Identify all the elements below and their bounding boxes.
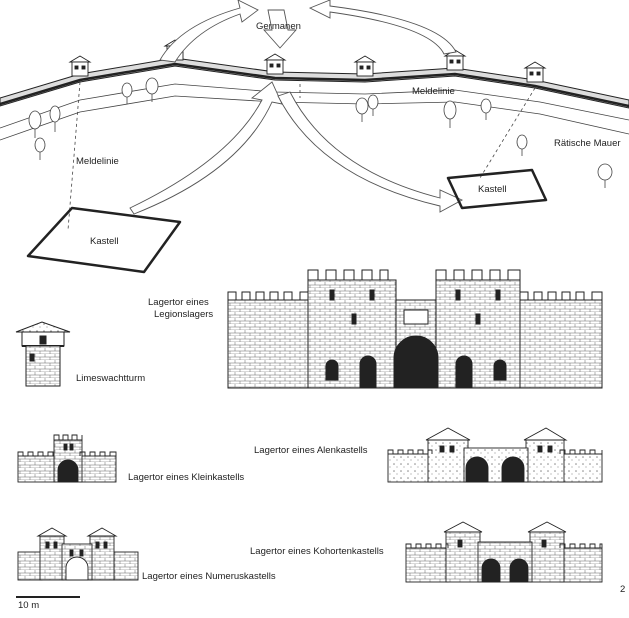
label-kastell-right: Kastell: [478, 184, 507, 195]
meldelinie-dashes: [67, 81, 536, 231]
kleinkastell-gate-drawing: [17, 434, 117, 483]
label-germanen: Germanen: [256, 21, 301, 32]
alenkastell-gate-drawing: [387, 427, 603, 483]
label-alenkastell: Lagertor eines Alenkastells: [254, 445, 368, 456]
road-band: [0, 83, 629, 141]
label-watchtower: Limeswachtturm: [76, 373, 146, 384]
legion-gate-drawing: [227, 269, 603, 389]
label-meldelinie-right: Meldelinie: [412, 86, 455, 97]
trees: [28, 77, 613, 188]
label-meldelinie-left: Meldelinie: [76, 156, 119, 167]
limes-wall: [0, 57, 629, 109]
kastell-right-outline: [446, 168, 548, 210]
kohortenkastell-gate-drawing: [405, 521, 603, 583]
label-numeruskastell: Lagertor eines Numeruskastells: [142, 571, 276, 582]
numeruskastell-gate-drawing: [17, 527, 139, 581]
kastell-left-outline: [26, 206, 182, 274]
movement-arrows: [129, 0, 464, 215]
scale-label: 10 m: [18, 600, 40, 611]
label-kohortenkastell: Lagertor eines Kohortenkastells: [250, 546, 384, 557]
watchtower-drawing: [15, 321, 71, 387]
label-kastell-left: Kastell: [90, 236, 119, 247]
label-legion-gate-line1: Lagertor eines: [148, 297, 209, 308]
page-number: 2: [620, 584, 626, 595]
label-raetische-mauer: Rätische Mauer: [554, 138, 621, 149]
label-legion-gate-line2: Legionslagers: [154, 309, 214, 320]
label-kleinkastell: Lagertor eines Kleinkastells: [128, 472, 245, 483]
